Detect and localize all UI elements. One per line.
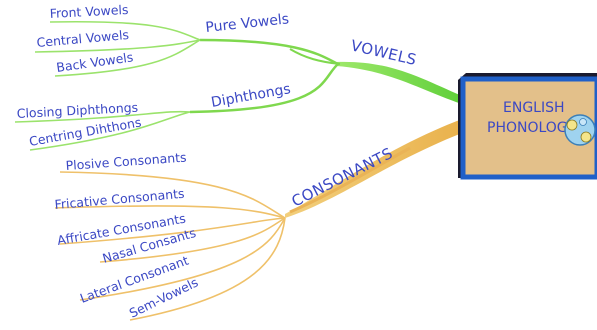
semivowels-connector bbox=[129, 217, 286, 321]
fricative-consonants-label: Fricative Consonants bbox=[54, 186, 185, 212]
fricative-connector bbox=[54, 205, 286, 219]
lateral-connector bbox=[79, 217, 286, 301]
vowels-trunk bbox=[336, 61, 462, 104]
puzzle-globe-icon bbox=[564, 114, 596, 146]
central-vowels-label: Central Vowels bbox=[36, 27, 130, 50]
consonants-label: CONSONANTS bbox=[289, 144, 396, 211]
back-vowels-connector bbox=[54, 39, 201, 77]
closing-diphthongs-label: Closing Diphthongs bbox=[16, 100, 138, 121]
centring-diphthongs-connector bbox=[29, 111, 191, 151]
central-topic: ENGLISH PHONOLOGY bbox=[458, 73, 597, 180]
back-vowels-label: Back Vowels bbox=[55, 49, 134, 75]
central-topic-line2: PHONOLOGY bbox=[487, 120, 576, 136]
pure-vowels-branch bbox=[199, 38, 339, 66]
front-vowels-label: Front Vowels bbox=[49, 2, 128, 21]
pure-vowels-label: Pure Vowels bbox=[205, 11, 290, 36]
nasal-connector bbox=[99, 217, 286, 263]
closing-diphthongs-connector bbox=[14, 110, 191, 123]
diphthongs-label: Diphthongs bbox=[210, 81, 292, 111]
consonants-underline bbox=[289, 146, 411, 214]
affricate-connector bbox=[59, 217, 286, 245]
central-vowels-connector bbox=[34, 39, 201, 53]
central-topic-line1: ENGLISH bbox=[503, 100, 565, 116]
plosive-consonants-label: Plosive Consonants bbox=[65, 150, 187, 173]
centring-diphthongs-label: Centring Dihthons bbox=[28, 114, 143, 149]
plosive-connector bbox=[59, 171, 286, 219]
front-vowels-connector bbox=[49, 20, 201, 41]
diphthongs-branch bbox=[189, 63, 339, 114]
